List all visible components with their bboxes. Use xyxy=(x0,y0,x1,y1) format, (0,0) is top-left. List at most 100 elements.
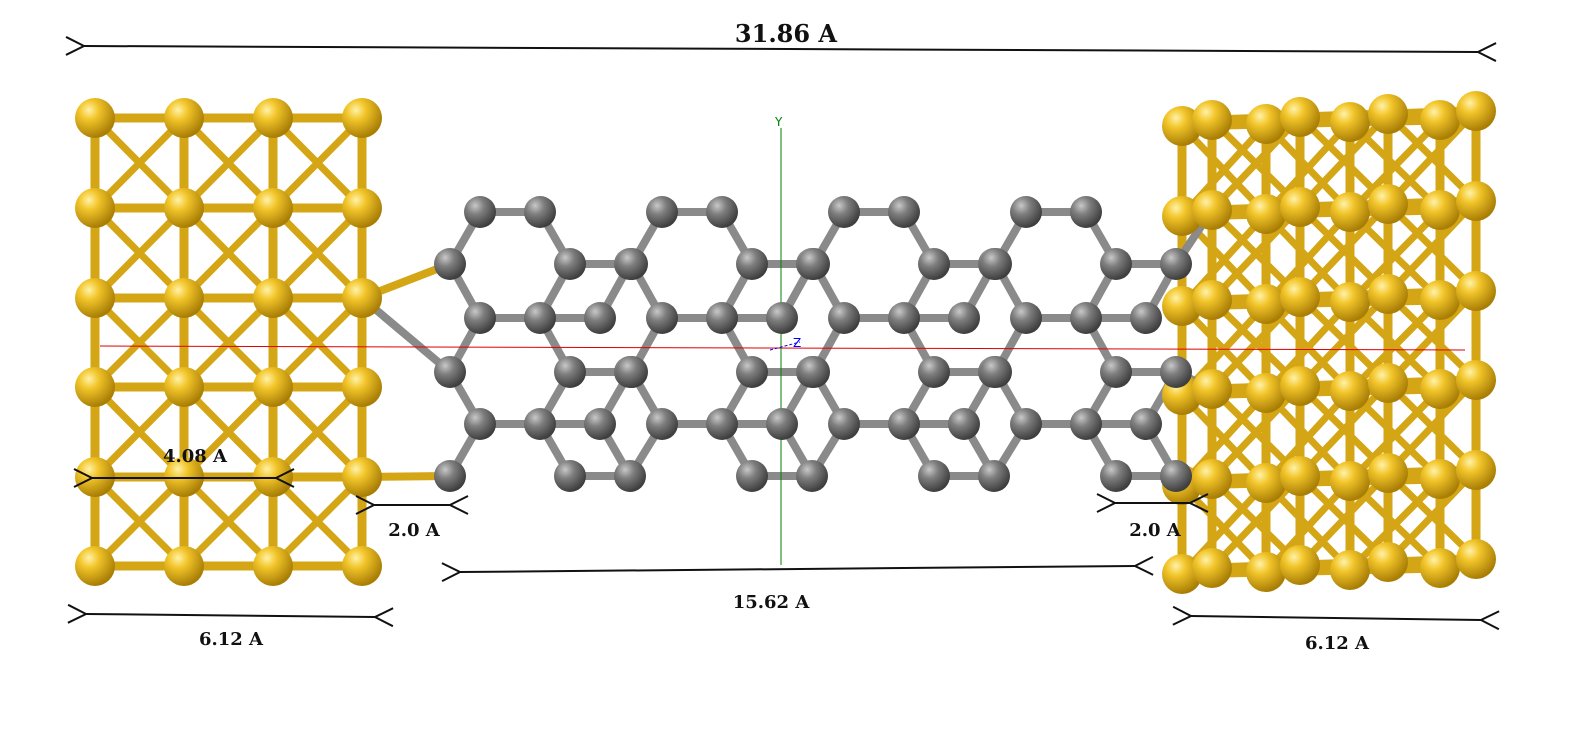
carbon-atom xyxy=(646,408,678,440)
right-front-gold-bond xyxy=(1296,469,1392,569)
right-back-gold-bond xyxy=(1346,116,1444,216)
left-lattice-label: 4.08 A xyxy=(163,446,228,467)
right-back-gold-bond xyxy=(1346,206,1444,306)
left-gap-label: 2.0 A xyxy=(388,520,441,541)
right-back-gold-atom xyxy=(1246,463,1286,503)
carbon-atom xyxy=(434,356,466,388)
right-front-gold-atom xyxy=(1456,181,1496,221)
left-gold-atom xyxy=(75,367,115,407)
carbon-atom xyxy=(798,248,830,280)
right-back-gold-atom xyxy=(1330,102,1370,142)
right-front-gold-atom xyxy=(1368,94,1408,134)
left-gold-atom xyxy=(342,367,382,407)
left-gold-bond xyxy=(180,204,277,302)
carbon-atom xyxy=(1100,460,1132,492)
carbon-atom xyxy=(1100,356,1132,388)
right-front-gold-bond xyxy=(1296,290,1392,390)
right-back-gold-bond xyxy=(1262,208,1354,308)
left-gold-bond xyxy=(91,294,188,391)
carbon-atom xyxy=(736,460,768,492)
carbon-atom xyxy=(1130,302,1162,334)
right-front-gold-atom xyxy=(1192,100,1232,140)
right-back-gold-bond xyxy=(1262,118,1354,218)
carbon-atom xyxy=(1010,408,1042,440)
right-front-gold-bond xyxy=(1384,197,1480,298)
carbon-atom xyxy=(980,248,1012,280)
carbon-atom xyxy=(524,196,556,228)
left-gold-atom xyxy=(75,188,115,228)
right-front-gold-bond xyxy=(1296,379,1392,480)
carbon-atom xyxy=(828,302,860,334)
right-back-gold-atom xyxy=(1330,371,1370,411)
right-back-gold-atom xyxy=(1246,104,1286,144)
left-gold-atom xyxy=(253,98,293,138)
carbon-atom xyxy=(766,302,798,334)
left-gold-atom xyxy=(164,546,204,586)
right-back-gold-atom xyxy=(1420,280,1460,320)
left-gold-bond xyxy=(91,204,188,302)
right-front-gold-atom xyxy=(1192,190,1232,230)
carbon-atom xyxy=(828,408,860,440)
right-back-gold-atom xyxy=(1162,196,1202,236)
carbon-atom xyxy=(948,408,980,440)
carbon-atom xyxy=(918,248,950,280)
carbon-atom xyxy=(736,248,768,280)
right-width-label: 6.12 A xyxy=(1305,633,1370,654)
right-back-gold-atom xyxy=(1330,192,1370,232)
carbon-atom xyxy=(584,408,616,440)
left-gold-atom xyxy=(342,457,382,497)
right-front-gold-atom xyxy=(1192,548,1232,588)
carbon-atom xyxy=(706,408,738,440)
left-gold-electrode-bonds xyxy=(90,113,367,571)
right-front-gold-atom xyxy=(1280,277,1320,317)
right-back-gold-atom xyxy=(1330,282,1370,322)
carbon-atom xyxy=(706,302,738,334)
left-gold-atom xyxy=(75,546,115,586)
left-gold-atom xyxy=(75,278,115,318)
right-front-gold-atom xyxy=(1192,459,1232,499)
carbon-atom xyxy=(796,460,828,492)
left-gold-atom xyxy=(164,367,204,407)
left-gold-atom xyxy=(253,188,293,228)
carbon-atom xyxy=(1010,196,1042,228)
right-front-gold-bond xyxy=(1208,113,1304,214)
right-front-gold-atom xyxy=(1192,369,1232,409)
carbon-atom xyxy=(464,302,496,334)
left-gold-atom xyxy=(164,98,204,138)
carbon-atom xyxy=(614,460,646,492)
carbon-atom xyxy=(766,408,798,440)
carbon-atom xyxy=(798,356,830,388)
right-front-gold-atom xyxy=(1368,184,1408,224)
right-front-gold-atom xyxy=(1456,91,1496,131)
left-width-arrow xyxy=(86,614,375,617)
left-gold-bond xyxy=(269,204,366,302)
carbon-atom xyxy=(980,356,1012,388)
right-back-gold-atom xyxy=(1420,190,1460,230)
total-length-arrow xyxy=(84,46,1478,52)
carbon-atom xyxy=(828,196,860,228)
right-front-gold-atom xyxy=(1280,97,1320,137)
x-axis-line xyxy=(99,345,1466,351)
right-back-gold-atom xyxy=(1162,106,1202,146)
carbon-atom xyxy=(584,302,616,334)
right-front-gold-atom xyxy=(1368,453,1408,493)
right-back-gold-atom xyxy=(1330,461,1370,501)
left-width-label: 6.12 A xyxy=(199,629,264,650)
right-front-gold-atom xyxy=(1456,450,1496,490)
carbon-atom xyxy=(918,356,950,388)
left-gold-bond xyxy=(269,114,366,212)
right-front-gold-atom xyxy=(1280,187,1320,227)
carbon-atom xyxy=(616,356,648,388)
right-front-gold-atom xyxy=(1368,542,1408,582)
carbon-atom xyxy=(524,302,556,334)
carbon-atom xyxy=(1100,248,1132,280)
left-gold-atom xyxy=(342,546,382,586)
carbon-atom xyxy=(918,460,950,492)
left-gold-atom xyxy=(75,98,115,138)
right-back-gold-bond xyxy=(1346,296,1444,395)
left-gold-bond xyxy=(180,294,277,391)
right-front-gold-atom xyxy=(1456,271,1496,311)
carbon-atom xyxy=(1070,408,1102,440)
carbon-atom xyxy=(888,408,920,440)
